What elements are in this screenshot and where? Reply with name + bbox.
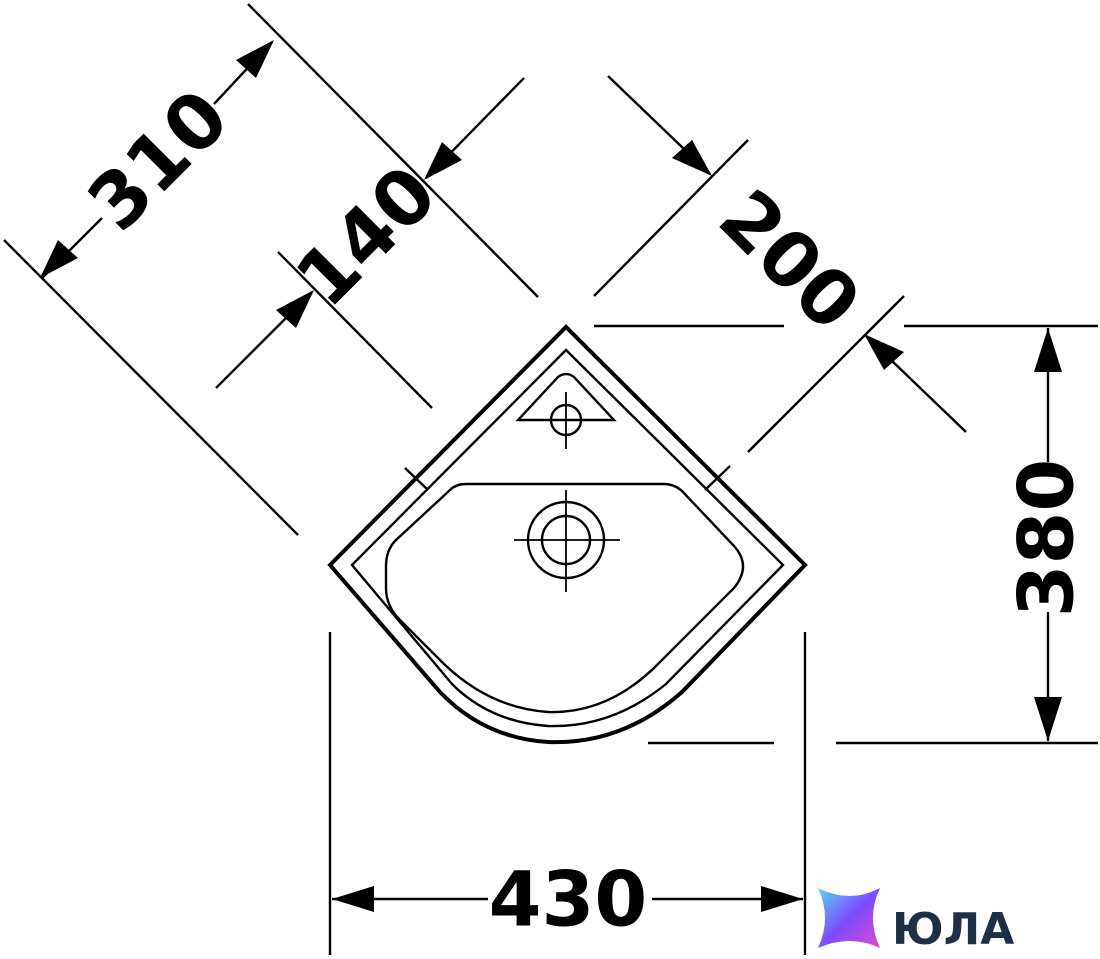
dimension-430-label: 430 (489, 855, 648, 944)
dimension-310: 310 (3, 3, 539, 536)
dimension-430: 430 (328, 632, 807, 955)
wall-ticks (404, 465, 731, 491)
dimension-200-label: 200 (702, 172, 877, 347)
brand-logo: ЮЛА (818, 888, 1014, 955)
dimension-200: 200 (593, 75, 967, 453)
brand-name: ЮЛА (892, 904, 1014, 955)
gradient-diamond-icon (818, 888, 880, 948)
tap-hole (536, 392, 598, 449)
dimension-380-label: 380 (1002, 459, 1091, 618)
drain-hole (514, 490, 620, 592)
dimension-380: 380 (594, 324, 1098, 745)
basin-outline (327, 324, 808, 745)
